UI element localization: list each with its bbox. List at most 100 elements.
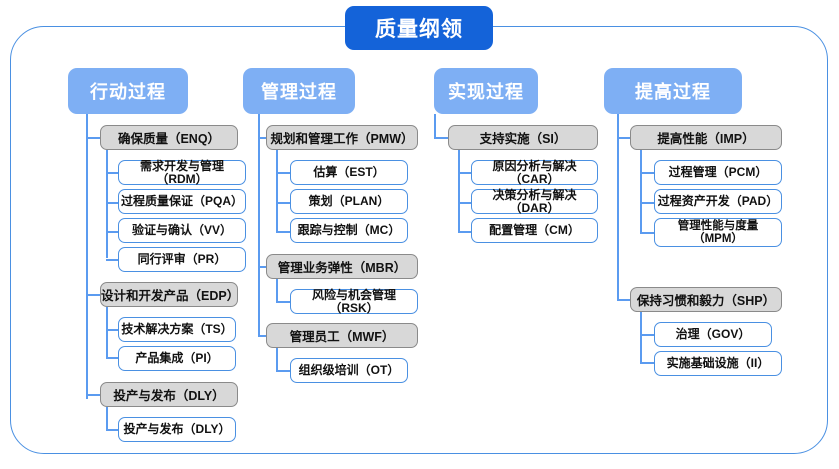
leaf-box-1-0-2[interactable]: 跟踪与控制（MC）: [290, 218, 408, 243]
leaf-box-3-0-0[interactable]: 过程管理（PCM）: [654, 160, 782, 185]
category-header-3[interactable]: 提高过程: [604, 68, 742, 114]
group-box-3-1[interactable]: 保持习惯和毅力（SHP）: [630, 287, 782, 312]
leaf-box-3-1-0[interactable]: 治理（GOV）: [654, 322, 772, 347]
category-header-2-label: 实现过程: [448, 82, 524, 102]
connector-col3-g0-c1: [640, 202, 654, 204]
root-title-label: 质量纲领: [375, 18, 463, 41]
group-label-3-1: 保持习惯和毅力（SHP）: [636, 294, 776, 308]
leaf-label-2-0-2: 配置管理（CM）: [489, 223, 580, 238]
group-box-1-2[interactable]: 管理员工（MWF）: [266, 323, 418, 348]
leaf-label-1-1-0: 风险与机会管理（RSK）: [311, 287, 396, 315]
group-label-0-2: 投产与发布（DLY）: [113, 389, 225, 403]
group-label-1-0: 规划和管理工作（PMW）: [270, 132, 414, 146]
connector-col0-g1-c0: [106, 329, 118, 331]
connector-col1-to-group0: [258, 137, 266, 139]
connector-col0-to-group0: [86, 137, 100, 139]
leaf-box-0-0-2[interactable]: 验证与确认（VV）: [118, 218, 246, 243]
category-header-1-label: 管理过程: [261, 82, 337, 102]
connector-col3-g0-c2: [640, 232, 654, 234]
connector-col0-g1-c1: [106, 357, 118, 359]
leaf-label-0-0-2: 验证与确认（VV）: [131, 223, 232, 238]
connector-col3-g1-branch: [640, 312, 642, 362]
connector-col2-to-group0: [434, 137, 448, 139]
leaf-box-2-0-2[interactable]: 配置管理（CM）: [471, 218, 598, 243]
group-box-0-1[interactable]: 设计和开发产品（EDP）: [100, 282, 240, 307]
category-header-0[interactable]: 行动过程: [68, 68, 188, 114]
connector-col0-to-group2: [86, 394, 100, 396]
connector-col2-g0-c2: [458, 231, 471, 233]
group-box-0-2[interactable]: 投产与发布（DLY）: [100, 382, 238, 407]
leaf-box-1-1-0[interactable]: 风险与机会管理（RSK）: [290, 289, 418, 314]
connector-col2-trunk: [434, 114, 436, 138]
leaf-label-3-0-2: 管理性能与度量 （MPM）: [677, 220, 759, 245]
leaf-label-1-2-0: 组织级培训（OT）: [298, 363, 400, 378]
group-box-3-0[interactable]: 提高性能（IMP）: [630, 125, 782, 150]
group-label-1-2: 管理员工（MWF）: [289, 330, 395, 344]
leaf-label-2-0-0: 原因分析与解决（CAR）: [492, 158, 577, 186]
leaf-label-1-0-1: 策划（PLAN）: [308, 194, 390, 209]
group-label-0-0: 确保质量（ENQ）: [117, 132, 221, 146]
leaf-box-0-0-3[interactable]: 同行评审（PR）: [118, 247, 246, 272]
connector-col1-g0-c2: [276, 231, 290, 233]
leaf-box-3-0-2[interactable]: 管理性能与度量 （MPM）: [654, 218, 782, 247]
leaf-label-0-2-0: 投产与发布（DLY）: [123, 422, 231, 437]
connector-col0-g0-c2: [106, 231, 118, 233]
leaf-label-3-0-1: 过程资产开发（PAD）: [657, 194, 779, 209]
leaf-box-1-2-0[interactable]: 组织级培训（OT）: [290, 358, 408, 383]
leaf-label-3-0-0: 过程管理（PCM）: [668, 165, 768, 180]
leaf-box-1-0-1[interactable]: 策划（PLAN）: [290, 189, 408, 214]
leaf-box-0-1-1[interactable]: 产品集成（PI）: [118, 346, 236, 371]
connector-col0-g2-branch: [106, 407, 108, 429]
group-label-0-1: 设计和开发产品（EDP）: [101, 289, 240, 303]
connector-col1-g1-c0: [276, 301, 290, 303]
category-header-1[interactable]: 管理过程: [243, 68, 355, 114]
group-box-0-0[interactable]: 确保质量（ENQ）: [100, 125, 238, 150]
connector-col0-g0-branch: [106, 150, 108, 258]
connector-col3-g1-c0: [640, 334, 654, 336]
connector-col3-to-group0: [617, 137, 630, 139]
connector-col1-g0-c0: [276, 172, 290, 174]
leaf-label-3-1-0: 治理（GOV）: [675, 327, 751, 342]
connector-col3-g0-branch: [640, 150, 642, 233]
leaf-box-0-2-0[interactable]: 投产与发布（DLY）: [118, 417, 236, 442]
leaf-label-3-1-1: 实施基础设施（II）: [666, 356, 770, 371]
connector-col3-g0-c0: [640, 172, 654, 174]
connector-col1-g1-branch: [276, 279, 278, 301]
leaf-label-0-1-1: 产品集成（PI）: [135, 351, 219, 366]
group-box-1-0[interactable]: 规划和管理工作（PMW）: [266, 125, 418, 150]
leaf-box-2-0-1[interactable]: 决策分析与解决（DAR）: [471, 189, 598, 214]
connector-col3-to-group1: [617, 299, 630, 301]
leaf-box-0-0-0[interactable]: 需求开发与管理（RDM）: [118, 160, 246, 185]
leaf-box-3-0-1[interactable]: 过程资产开发（PAD）: [654, 189, 782, 214]
connector-col3-g1-c1: [640, 362, 654, 364]
group-label-1-1: 管理业务弹性（MBR）: [277, 261, 407, 275]
leaf-label-0-0-3: 同行评审（PR）: [137, 252, 227, 267]
connector-col0-trunk: [86, 114, 88, 399]
connector-col2-g0-c0: [458, 172, 471, 174]
connector-col0-g2-c0: [106, 429, 118, 431]
category-header-2[interactable]: 实现过程: [434, 68, 538, 114]
leaf-box-0-0-1[interactable]: 过程质量保证（PQA）: [118, 189, 246, 214]
leaf-label-2-0-1: 决策分析与解决（DAR）: [492, 187, 577, 215]
leaf-label-0-1-0: 技术解决方案（TS）: [121, 322, 233, 337]
leaf-box-0-1-0[interactable]: 技术解决方案（TS）: [118, 317, 236, 342]
leaf-box-3-1-1[interactable]: 实施基础设施（II）: [654, 351, 782, 376]
connector-col0-to-group1: [86, 294, 100, 296]
group-label-3-0: 提高性能（IMP）: [657, 132, 755, 146]
connector-col0-g0-c3: [106, 259, 118, 261]
category-header-0-label: 行动过程: [90, 82, 166, 102]
group-box-2-0[interactable]: 支持实施（SI）: [448, 125, 598, 150]
connector-col1-g0-branch: [276, 150, 278, 231]
leaf-box-2-0-0[interactable]: 原因分析与解决（CAR）: [471, 160, 598, 185]
connector-col1-g0-c1: [276, 202, 290, 204]
group-box-1-1[interactable]: 管理业务弹性（MBR）: [266, 254, 418, 279]
connector-col2-g0-branch: [458, 150, 460, 231]
connector-col0-g0-c0: [106, 172, 118, 174]
connector-col1-trunk: [258, 114, 260, 336]
root-title-box: 质量纲领: [345, 6, 493, 50]
connector-col1-g2-c0: [276, 370, 290, 372]
leaf-box-1-0-0[interactable]: 估算（EST）: [290, 160, 408, 185]
connector-col3-trunk: [617, 114, 619, 300]
connector-col1-to-group2: [258, 335, 266, 337]
group-label-2-0: 支持实施（SI）: [479, 132, 567, 146]
